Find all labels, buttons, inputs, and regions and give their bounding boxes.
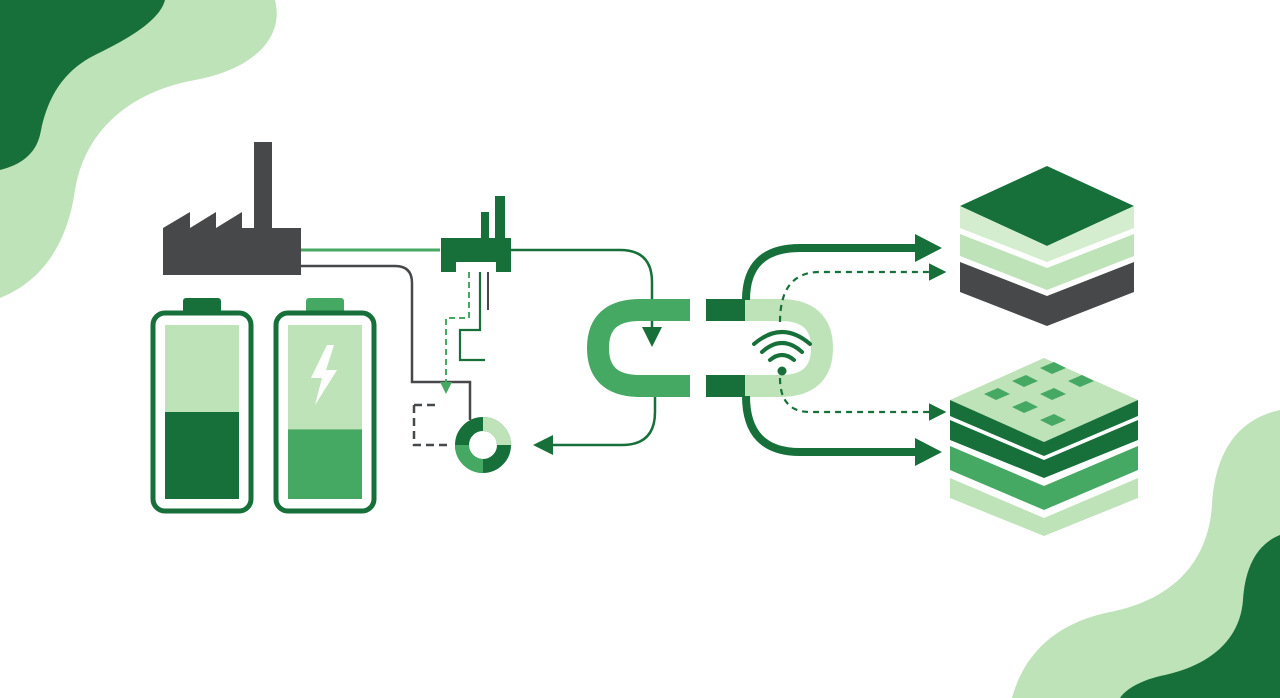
chip-grid-cells [984,362,1094,426]
chip-grid-stack-icon [950,358,1138,536]
factory-connector-lines [301,248,472,420]
battery-half-icon [150,298,254,514]
battery-charging-icon [273,298,377,514]
battery-charging-level [288,429,362,499]
lightning-bolt-icon [311,345,337,405]
battery-half-level [165,412,239,499]
output-flow-arrows [742,234,947,466]
chain-link-icon [586,299,834,397]
factory-icon [163,142,301,275]
layer-stack-icon [960,166,1134,326]
top-left-wave-decoration [0,0,277,298]
ring-node-icon [412,403,511,473]
bottom-right-wave-decoration [1012,410,1280,698]
small-factory-connector-lines [440,248,662,394]
small-factory-icon [441,196,511,272]
wifi-icon [752,330,812,376]
return-arrow [533,392,657,455]
